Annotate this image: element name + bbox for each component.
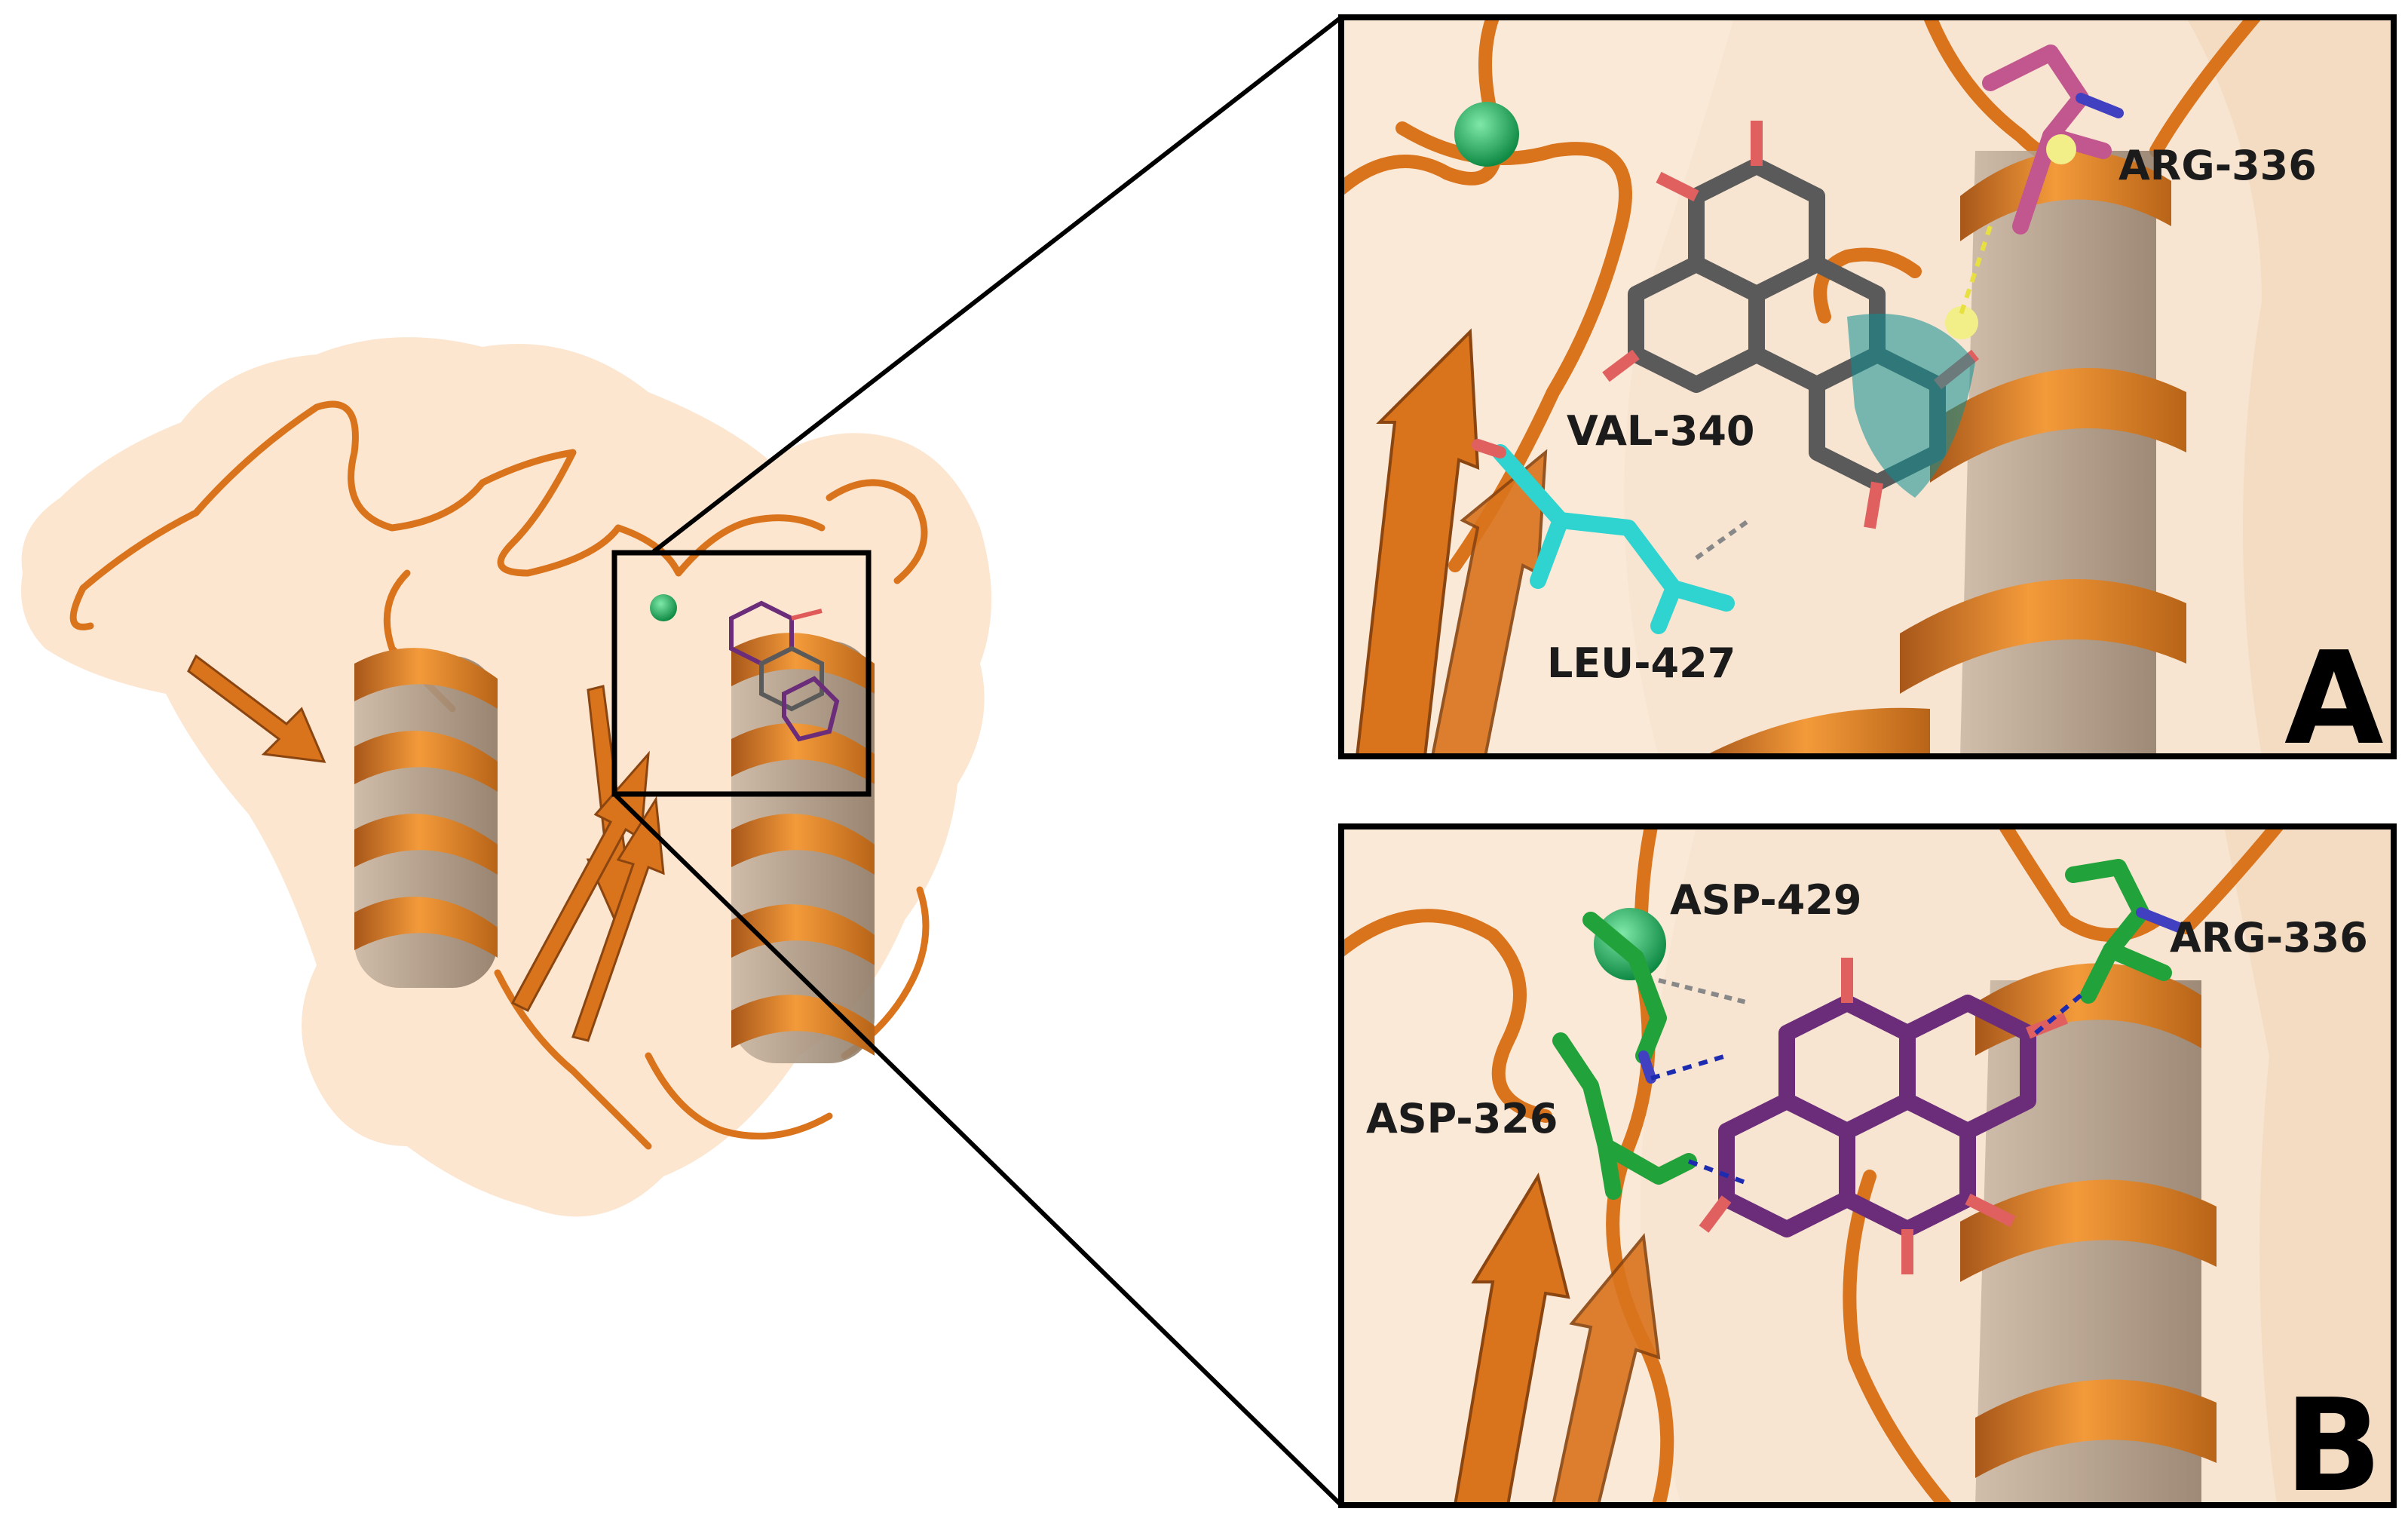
- ion-a: [1454, 102, 1519, 167]
- label-asp-429: ASP-429: [1670, 876, 1861, 924]
- panel-letter-b: B: [2284, 1372, 2382, 1521]
- helix-a: [1704, 150, 2186, 756]
- beta-strands: [187, 654, 665, 1042]
- label-arg-336-b: ARG-336: [2170, 914, 2368, 961]
- zoom-connectors: [612, 15, 1343, 1507]
- panel-a: ARG-336 VAL-340 LEU-427 A: [1338, 14, 2397, 774]
- label-val-340: VAL-340: [1567, 407, 1754, 455]
- overview-structure: [21, 337, 991, 1217]
- helix-1: [354, 648, 498, 988]
- panel-letter-a: A: [2284, 624, 2384, 774]
- panel-b: ASP-429 ARG-336 ASP-326 B: [1338, 823, 2397, 1521]
- zoom-box: [611, 550, 872, 797]
- helix-2: [731, 633, 875, 1063]
- residue-arg-b: [2065, 859, 2184, 1004]
- strand-b: [1453, 1172, 1661, 1505]
- strand-a: [1355, 328, 1548, 756]
- overview-ion: [650, 594, 677, 621]
- label-leu-427: LEU-427: [1547, 639, 1736, 687]
- residue-asp-b: [1552, 912, 1697, 1200]
- label-arg-336-a: ARG-336: [2118, 142, 2317, 189]
- helix-b: [1960, 963, 2217, 1505]
- residue-val-leu-a: [1472, 439, 1735, 634]
- overview-ligand: [729, 600, 840, 742]
- ligand-b: [1699, 958, 2068, 1274]
- label-asp-326: ASP-326: [1366, 1095, 1558, 1142]
